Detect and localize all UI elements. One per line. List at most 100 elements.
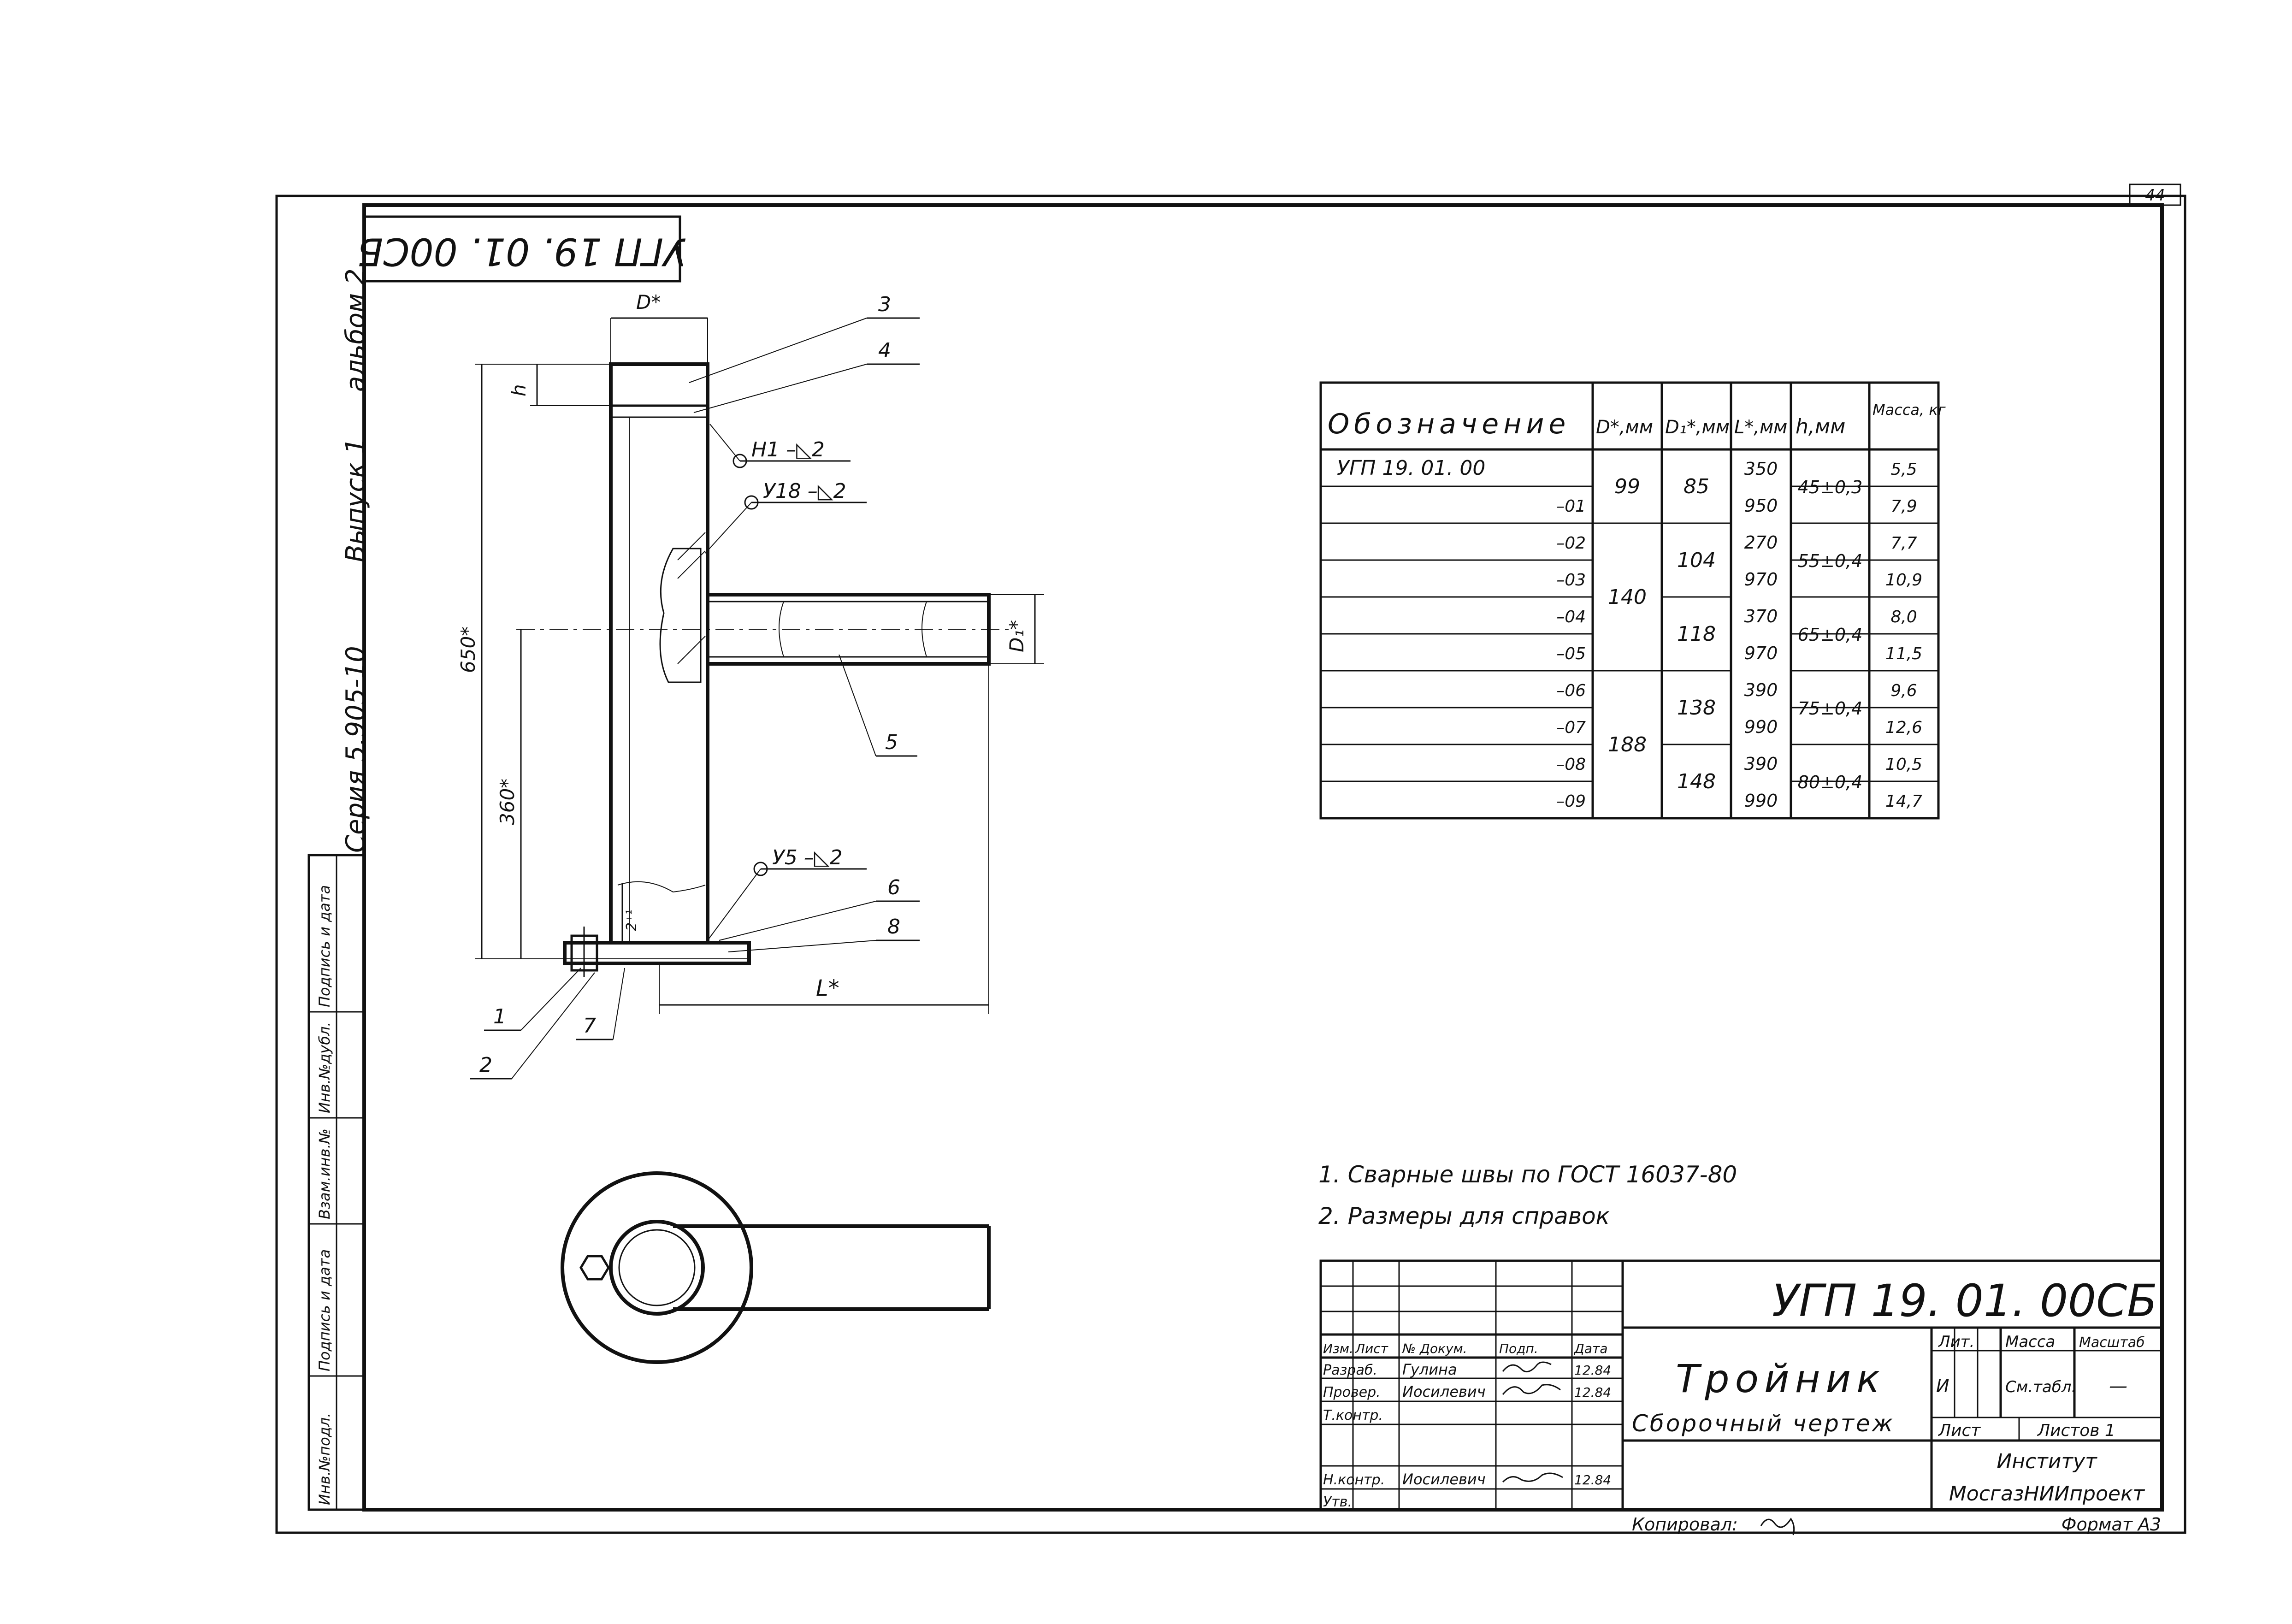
designation-cell: –08 [1556, 755, 1586, 774]
side-stamp-label-1: Подпись и дата [316, 1249, 333, 1371]
th-designation: Обозначение [1328, 408, 1570, 440]
side-stamp-label-0: Инв.№подл. [316, 1413, 333, 1505]
mass-cell: 12,6 [1885, 718, 1922, 737]
tb-role-utv: Утв. [1323, 1494, 1352, 1510]
designation-cell: –05 [1556, 644, 1586, 663]
th-d: D*,мм [1596, 417, 1653, 438]
weld-callout-u18: У18 –◺2 [763, 479, 846, 503]
tb-date-3: 12.84 [1574, 1472, 1611, 1488]
designation-cell: –06 [1556, 681, 1586, 700]
tb-hdr-podp: Подп. [1499, 1341, 1538, 1356]
l-cell: 370 [1744, 606, 1778, 626]
h-cell: 65±0,4 [1798, 625, 1863, 645]
note-2: 2. Размеры для справок [1318, 1203, 1610, 1229]
side-stamp-label-4: Подпись и дата [316, 885, 333, 1007]
tb-role-nkontr: Н.контр. [1323, 1472, 1385, 1488]
part-1: 1 [493, 1005, 506, 1028]
title-block: Изм. Лист № Докум. Подп. Дата Разраб. Пр… [1319, 1259, 2163, 1511]
tee-plan-view [561, 1171, 991, 1364]
format-label: Формат А3 [2062, 1514, 2161, 1535]
side-stamp-label-3: Инв.№дубл. [316, 1022, 333, 1113]
h-cell: 75±0,4 [1798, 698, 1863, 719]
page-number: 44 [2145, 186, 2165, 205]
tb-subtitle: Сборочный чертеж [1632, 1410, 1895, 1437]
part-7: 7 [583, 1014, 596, 1038]
part-2: 2 [479, 1053, 492, 1077]
tb-hdr-data: Дата [1573, 1341, 1608, 1356]
tb-date-1: 12.84 [1574, 1363, 1611, 1378]
mass-cell: 10,5 [1885, 755, 1922, 774]
side-stamp: Инв.№подл. Подпись и дата Взам.инв.№ Инв… [307, 854, 366, 1511]
weld-callout-h1: Н1 –◺2 [751, 438, 825, 461]
tb-role-razrab: Разраб. [1323, 1362, 1377, 1378]
tb-mass-value: См.табл. [2005, 1378, 2076, 1396]
tb-date-2: 12.84 [1574, 1385, 1611, 1400]
d1-cell: 138 [1677, 696, 1716, 720]
d-cell: 99 [1614, 475, 1640, 498]
l-cell: 950 [1744, 496, 1778, 516]
dim-2-1: 2⁺¹ [624, 909, 640, 931]
tb-scale-value: — [2109, 1376, 2127, 1397]
d-cell: 140 [1608, 585, 1647, 609]
copied-label: Копировал: [1632, 1514, 1738, 1535]
designation-cell: –04 [1556, 608, 1586, 626]
l-cell: 270 [1744, 532, 1778, 553]
rotated-code-box: УГП 19. 01. 00СБ [357, 215, 686, 283]
h-cell: 45±0,3 [1798, 477, 1863, 497]
l-cell: 390 [1744, 680, 1778, 700]
outer-frame [275, 195, 2186, 1534]
tb-hdr-list: Лист [1355, 1341, 1388, 1356]
album-text: альбом 2 [341, 268, 371, 392]
h-cell: 55±0,4 [1798, 551, 1863, 571]
copied-signature [1760, 1518, 1795, 1535]
mass-cell: 14,7 [1885, 792, 1922, 811]
designation-cell: –07 [1556, 718, 1586, 737]
dim-650: 650* [457, 626, 479, 673]
tb-hdr-izm: Изм. [1323, 1341, 1353, 1356]
dim-l-star: L* [816, 975, 839, 1001]
signature-1 [1502, 1361, 1552, 1373]
mass-cell: 8,0 [1890, 608, 1917, 626]
l-cell: 990 [1744, 791, 1778, 811]
tb-mass-label: Масса [2005, 1333, 2055, 1351]
tee-front-view: D* h 650* 360* 2⁺¹ D₁* L* Н1 –◺2 У18 [457, 291, 1044, 1080]
d1-cell: 118 [1677, 622, 1716, 646]
table-body: УГП 19. 01. 00–01–02–03–04–05–06–07–08–0… [1321, 456, 1938, 811]
designation-cell: –03 [1556, 571, 1586, 590]
tb-name-razrab: Гулина [1402, 1361, 1457, 1378]
mass-cell: 5,5 [1890, 460, 1917, 479]
issue-text: Выпуск 1 [341, 438, 371, 562]
mass-cell: 9,6 [1890, 681, 1917, 700]
part-5: 5 [885, 731, 898, 754]
d1-cell: 104 [1677, 549, 1716, 572]
tb-lit-label: Лит. [1938, 1333, 1974, 1351]
tb-sheet-label: Лист [1938, 1421, 1981, 1440]
l-cell: 970 [1744, 569, 1778, 590]
tb-scale-label: Масштаб [2079, 1335, 2145, 1351]
l-cell: 970 [1744, 643, 1778, 663]
th-d1: D₁*,мм [1665, 417, 1730, 438]
l-cell: 390 [1744, 754, 1778, 774]
weld-callout-u5: У5 –◺2 [772, 846, 843, 869]
note-1: 1. Сварные швы по ГОСТ 16037-80 [1318, 1161, 1737, 1188]
tb-name-prover: Иосилевич [1402, 1383, 1486, 1400]
part-3: 3 [878, 293, 891, 316]
dim-360: 360* [496, 779, 519, 825]
signature-3 [1502, 1472, 1563, 1483]
page-number-box: 44 [2129, 183, 2181, 206]
l-cell: 350 [1744, 459, 1778, 479]
tb-institute-1: Институт [1997, 1450, 2097, 1473]
part-6: 6 [887, 876, 900, 899]
side-stamp-label-2: Взам.инв.№ [316, 1128, 333, 1219]
th-mass: Масса, кг [1873, 401, 1946, 419]
designation-cell: –01 [1556, 497, 1586, 516]
tb-code: УГП 19. 01. 00СБ [1772, 1275, 2157, 1327]
mass-cell: 7,7 [1890, 534, 1917, 553]
l-cell: 990 [1744, 717, 1778, 737]
series-text: Серия 5.905-10 [341, 646, 371, 853]
mass-cell: 7,9 [1890, 497, 1917, 516]
th-h: h,мм [1796, 415, 1845, 438]
signature-2 [1502, 1384, 1561, 1395]
tb-title: Тройник [1676, 1356, 1885, 1401]
